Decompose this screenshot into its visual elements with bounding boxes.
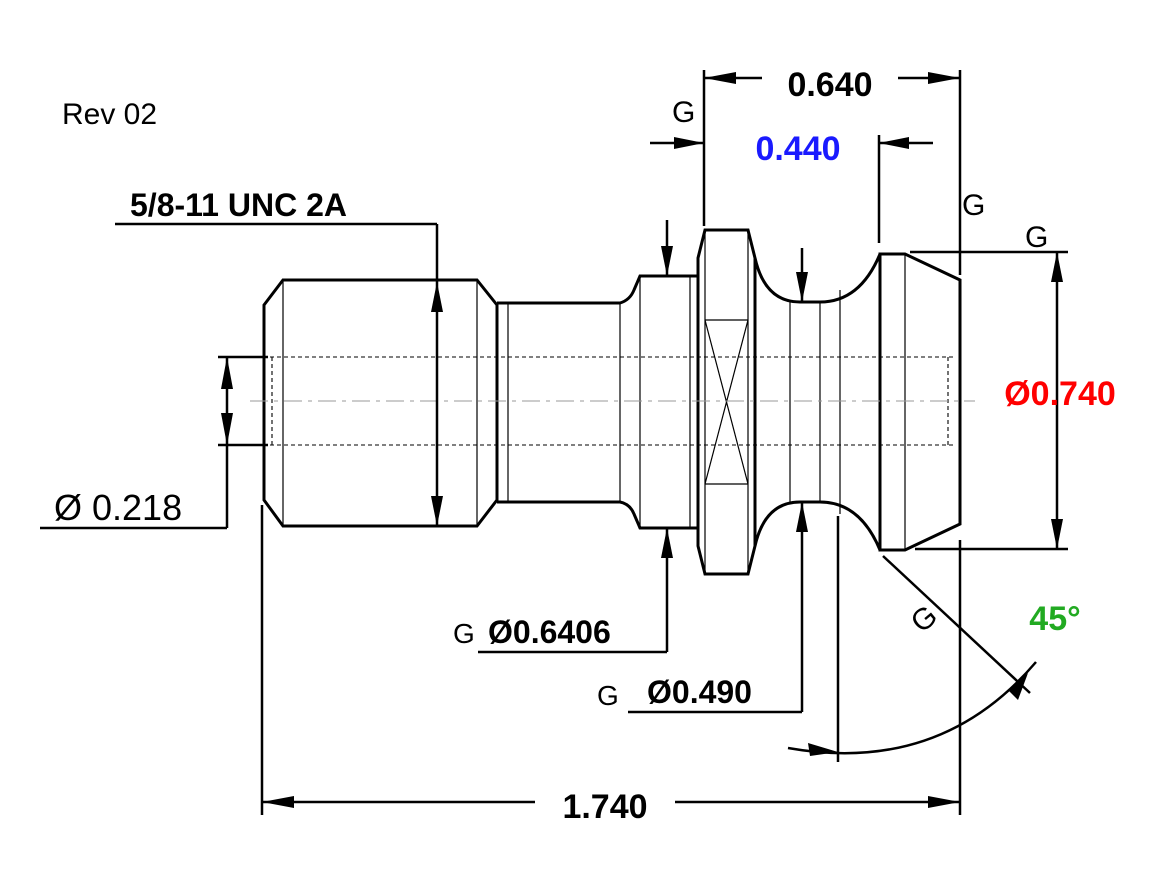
grind-symbol-taper: G [905, 599, 944, 639]
dim-angle [787, 516, 1037, 762]
label-thread: 5/8-11 UNC 2A [130, 187, 347, 223]
dim-head-diameter [910, 250, 1068, 551]
grind-symbol-groove: G [597, 680, 619, 711]
dim-head-length [702, 70, 962, 275]
label-angle: 45° [1029, 600, 1080, 638]
label-overall-length: 1.740 [562, 788, 647, 826]
dim-thread [115, 222, 443, 526]
dim-bore-diameter [40, 355, 268, 530]
part-outline [250, 228, 975, 576]
label-groove-diameter: Ø0.490 [647, 674, 752, 710]
grind-symbol-head: G [1025, 221, 1048, 254]
label-neck-length: 0.440 [755, 130, 840, 168]
label-bore-diameter: Ø 0.218 [54, 487, 182, 528]
label-head-length: 0.640 [787, 66, 872, 104]
grind-symbol-face: G [962, 189, 985, 222]
grind-symbol-top: G [672, 96, 695, 129]
dim-overall-length [260, 505, 962, 815]
dim-pilot-diameter [478, 220, 673, 654]
dim-groove-diameter [628, 248, 808, 714]
grind-symbol-pilot: G [453, 618, 475, 649]
revision-label: Rev 02 [62, 98, 157, 131]
dim-neck-length [650, 135, 933, 243]
label-head-diameter: Ø0.740 [1004, 375, 1116, 413]
label-pilot-diameter: Ø0.6406 [488, 614, 611, 650]
